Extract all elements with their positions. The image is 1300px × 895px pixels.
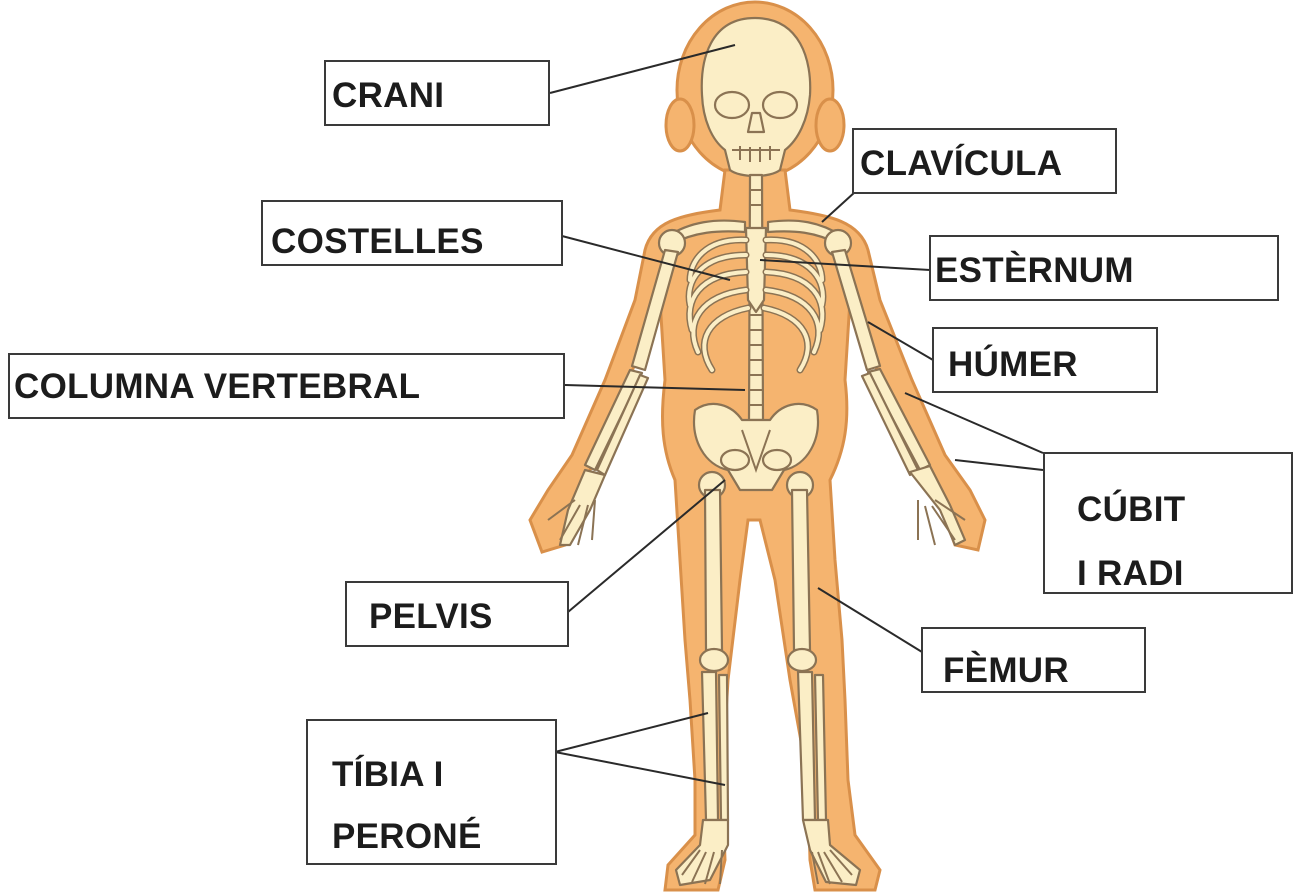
label-crani: CRANI <box>324 60 550 126</box>
leader-cubit-2 <box>955 460 1043 470</box>
label-columna-vertebral: COLUMNA VERTEBRAL <box>8 353 565 419</box>
label-esternum: ESTÈRNUM <box>929 235 1279 301</box>
label-tibia-i-perone: TÍBIA I PERONÉ <box>306 719 557 865</box>
label-femur: FÈMUR <box>921 627 1146 693</box>
leader-tibia-1 <box>555 713 708 752</box>
leader-clavicula <box>822 192 855 222</box>
label-pelvis: PELVIS <box>345 581 569 647</box>
label-cubit-i-radi: CÚBIT I RADI <box>1043 452 1293 594</box>
label-costelles: COSTELLES <box>261 200 563 266</box>
label-clavicula: CLAVÍCULA <box>852 128 1117 194</box>
label-humer: HÚMER <box>932 327 1158 393</box>
